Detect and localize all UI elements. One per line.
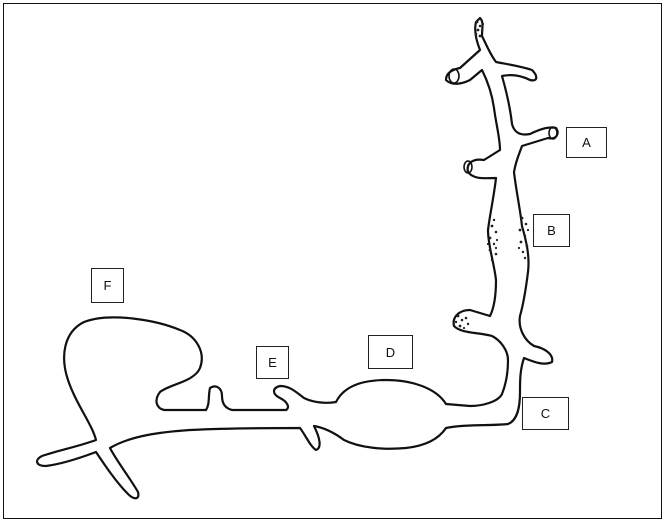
label-f: F — [91, 268, 124, 303]
label-c: C — [522, 397, 569, 430]
label-e: E — [256, 346, 289, 379]
duct-end-ring — [449, 69, 459, 83]
label-d: D — [368, 335, 413, 369]
label-b: B — [533, 214, 570, 247]
duct-outline — [37, 18, 558, 498]
label-a: A — [566, 127, 607, 158]
